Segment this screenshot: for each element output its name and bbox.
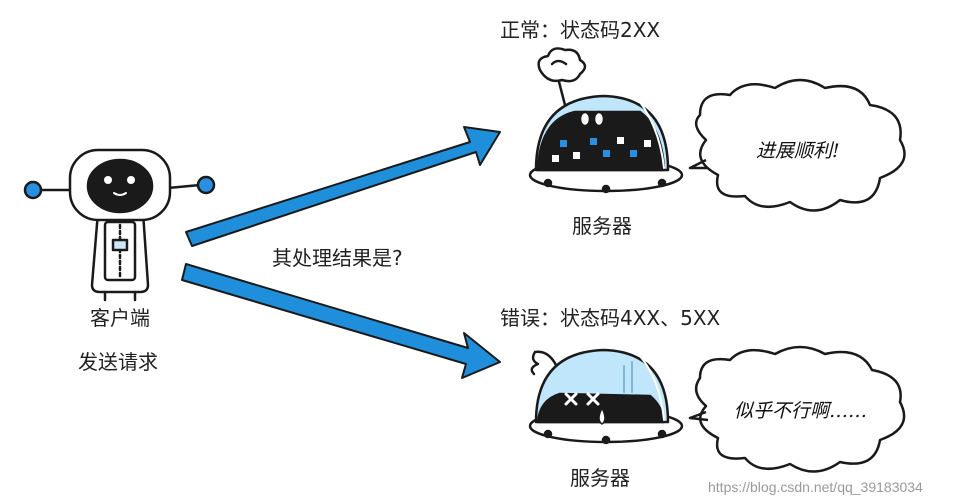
client-robot <box>23 148 216 302</box>
client-label: 客户端 <box>90 306 150 330</box>
normal-bubble-text: 进展顺利! <box>756 140 840 162</box>
arrow-to-error <box>181 263 501 379</box>
error-server-label: 服务器 <box>570 466 630 490</box>
error-bubble-text: 似乎不行啊…… <box>734 400 868 422</box>
client-action-label: 发送请求 <box>78 350 158 374</box>
normal-status-label: 正常：状态码2XX <box>500 18 661 42</box>
error-server-robot <box>528 348 684 445</box>
arrow-to-normal <box>185 126 501 247</box>
question-label: 其处理结果是? <box>272 246 403 270</box>
normal-speech-bubble <box>688 78 906 212</box>
normal-server-label: 服务器 <box>572 214 632 238</box>
error-speech-bubble <box>688 345 906 473</box>
normal-server-robot <box>528 47 684 194</box>
error-status-label: 错误：状态码4XX、5XX <box>500 306 721 330</box>
watermark: https://blog.csdn.net/qq_39183034 <box>708 479 923 495</box>
